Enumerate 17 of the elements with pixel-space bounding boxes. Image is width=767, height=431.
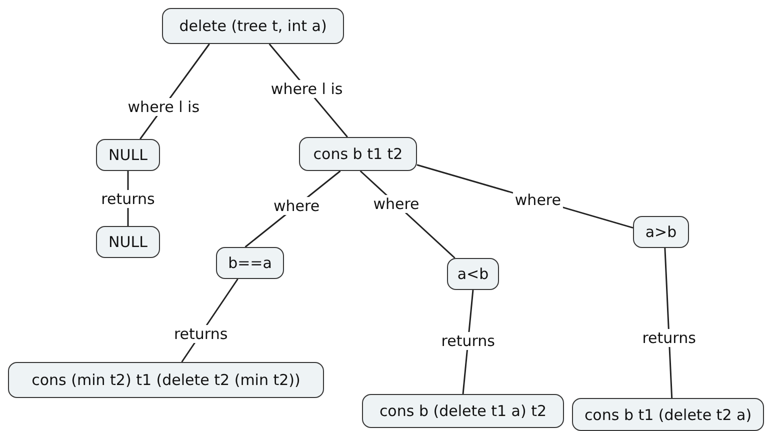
concept-box: cons b t1 (delete t2 a): [572, 398, 764, 431]
concept-box: cons (min t2) t1 (delete t2 (min t2)): [8, 362, 324, 398]
concept-box: NULL: [96, 226, 160, 258]
concept-box: cons b t1 t2: [299, 137, 417, 171]
concept-box: a<b: [447, 258, 499, 290]
edge-label: where: [272, 196, 322, 215]
concept-box: b==a: [216, 247, 284, 279]
concept-box: a>b: [633, 216, 689, 248]
concept-box: cons b (delete t1 a) t2: [362, 394, 564, 428]
connector-line: [664, 248, 673, 398]
edge-label: where l is: [126, 98, 202, 116]
edge-label: where: [371, 195, 422, 214]
edge-label: where: [512, 191, 563, 210]
concept-box: delete (tree t, int a): [162, 8, 344, 44]
concept-box: NULL: [96, 139, 160, 171]
edge-label: returns: [99, 190, 157, 208]
edge-label: where l is: [268, 80, 345, 98]
